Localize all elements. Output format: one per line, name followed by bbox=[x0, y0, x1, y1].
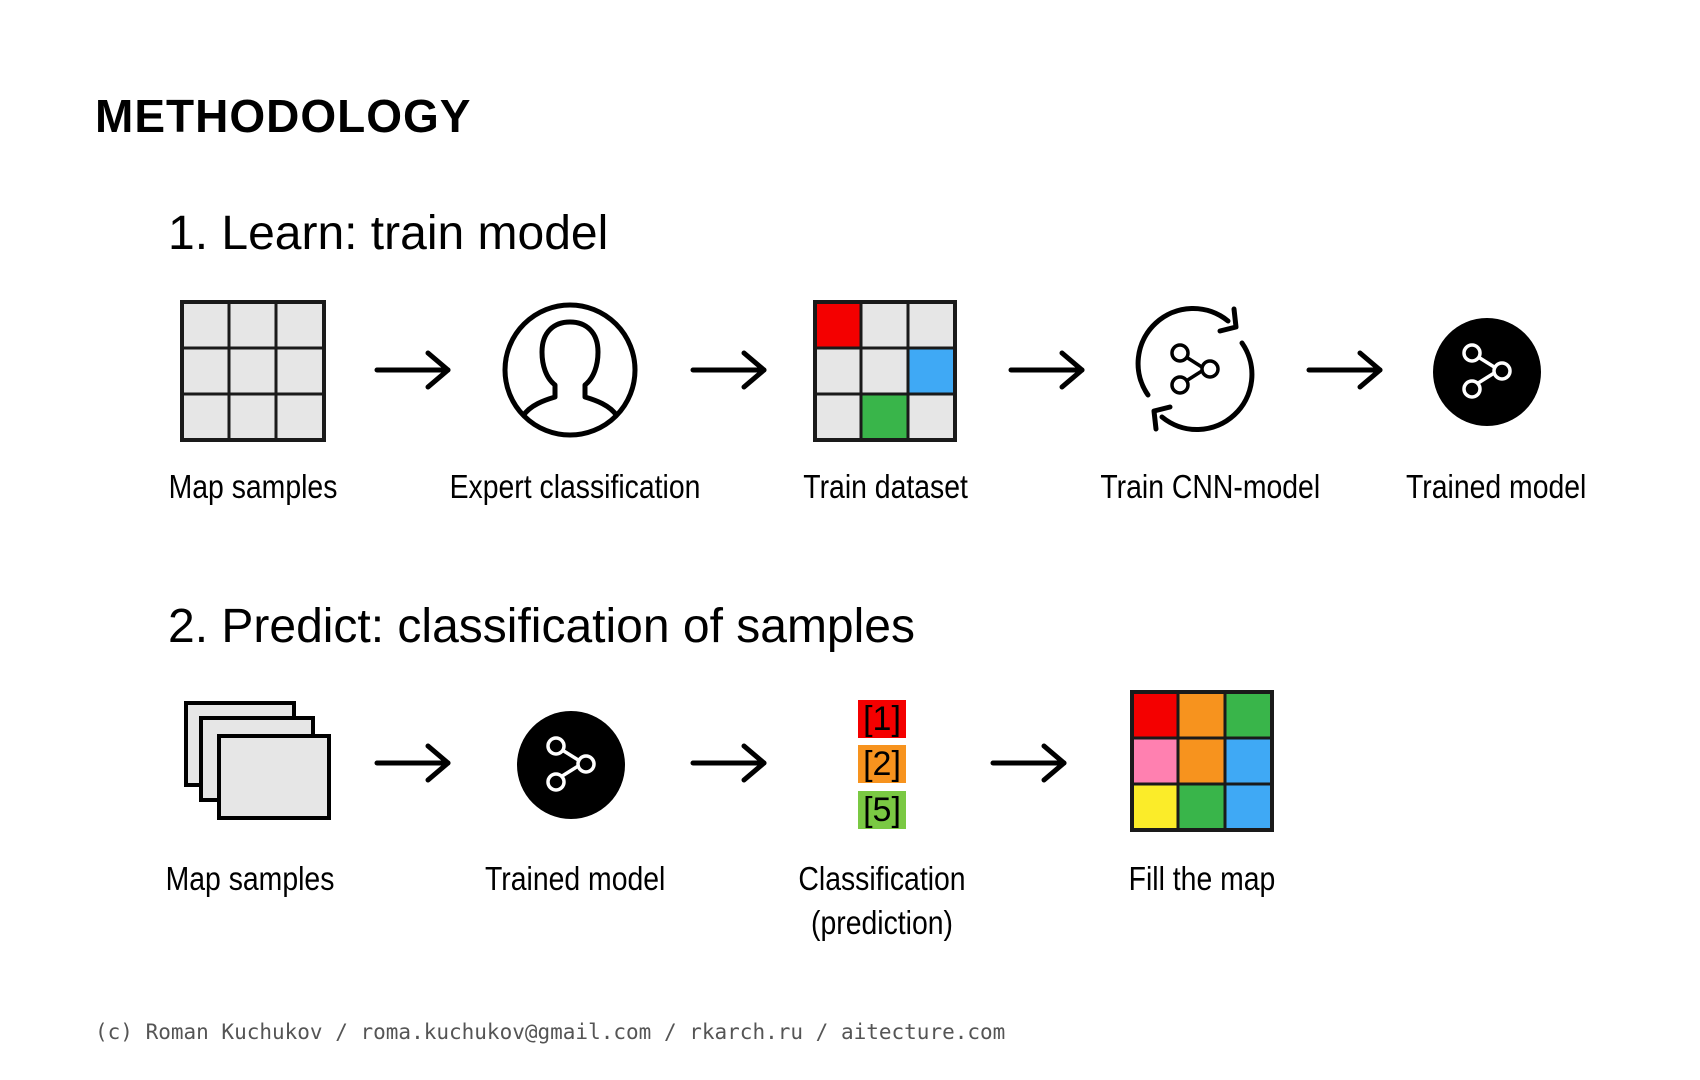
refresh-share-icon bbox=[1135, 306, 1255, 432]
arrow-right-icon bbox=[690, 743, 767, 783]
predict-heading: 2. Predict: classification of samples bbox=[168, 600, 915, 653]
arrow-right-icon bbox=[1306, 350, 1383, 390]
colored-grid-icon bbox=[813, 300, 957, 442]
step-label-fill-the-map: Fill the map bbox=[1128, 860, 1276, 897]
step-label-classification: Classification (prediction) bbox=[798, 860, 966, 941]
arrow-right-icon bbox=[1008, 350, 1085, 390]
step-label-trained-model: Trained model bbox=[1406, 468, 1587, 505]
grid-icon bbox=[180, 300, 326, 442]
share-circle-icon bbox=[1433, 318, 1541, 426]
person-icon bbox=[502, 302, 638, 438]
class-badges-icon: [1] [2] [5] bbox=[858, 700, 906, 830]
arrow-right-icon bbox=[990, 743, 1067, 783]
share-circle-icon bbox=[517, 711, 625, 819]
class-badge: [5] bbox=[858, 791, 906, 829]
step-label-trained-model: Trained model bbox=[485, 860, 666, 897]
page-title: METHODOLOGY bbox=[95, 90, 472, 142]
stacked-cards-icon bbox=[184, 701, 331, 820]
learn-heading: 1. Learn: train model bbox=[168, 207, 609, 260]
arrow-right-icon bbox=[690, 350, 767, 390]
step-label-expert-classification: Expert classification bbox=[449, 468, 701, 505]
class-badge: [1] bbox=[858, 700, 906, 738]
step-label-map-samples: Map samples bbox=[165, 860, 335, 897]
filled-map-icon bbox=[1130, 690, 1274, 832]
arrow-right-icon bbox=[374, 350, 451, 390]
step-label-train-dataset: Train dataset bbox=[803, 468, 968, 505]
step-label-train-cnn-model: Train CNN-model bbox=[1100, 468, 1321, 505]
footer-credits: (c) Roman Kuchukov / roma.kuchukov@gmail… bbox=[95, 1020, 1006, 1044]
class-badge: [2] bbox=[858, 745, 906, 783]
arrow-right-icon bbox=[374, 743, 451, 783]
step-label-map-samples: Map samples bbox=[168, 468, 338, 505]
